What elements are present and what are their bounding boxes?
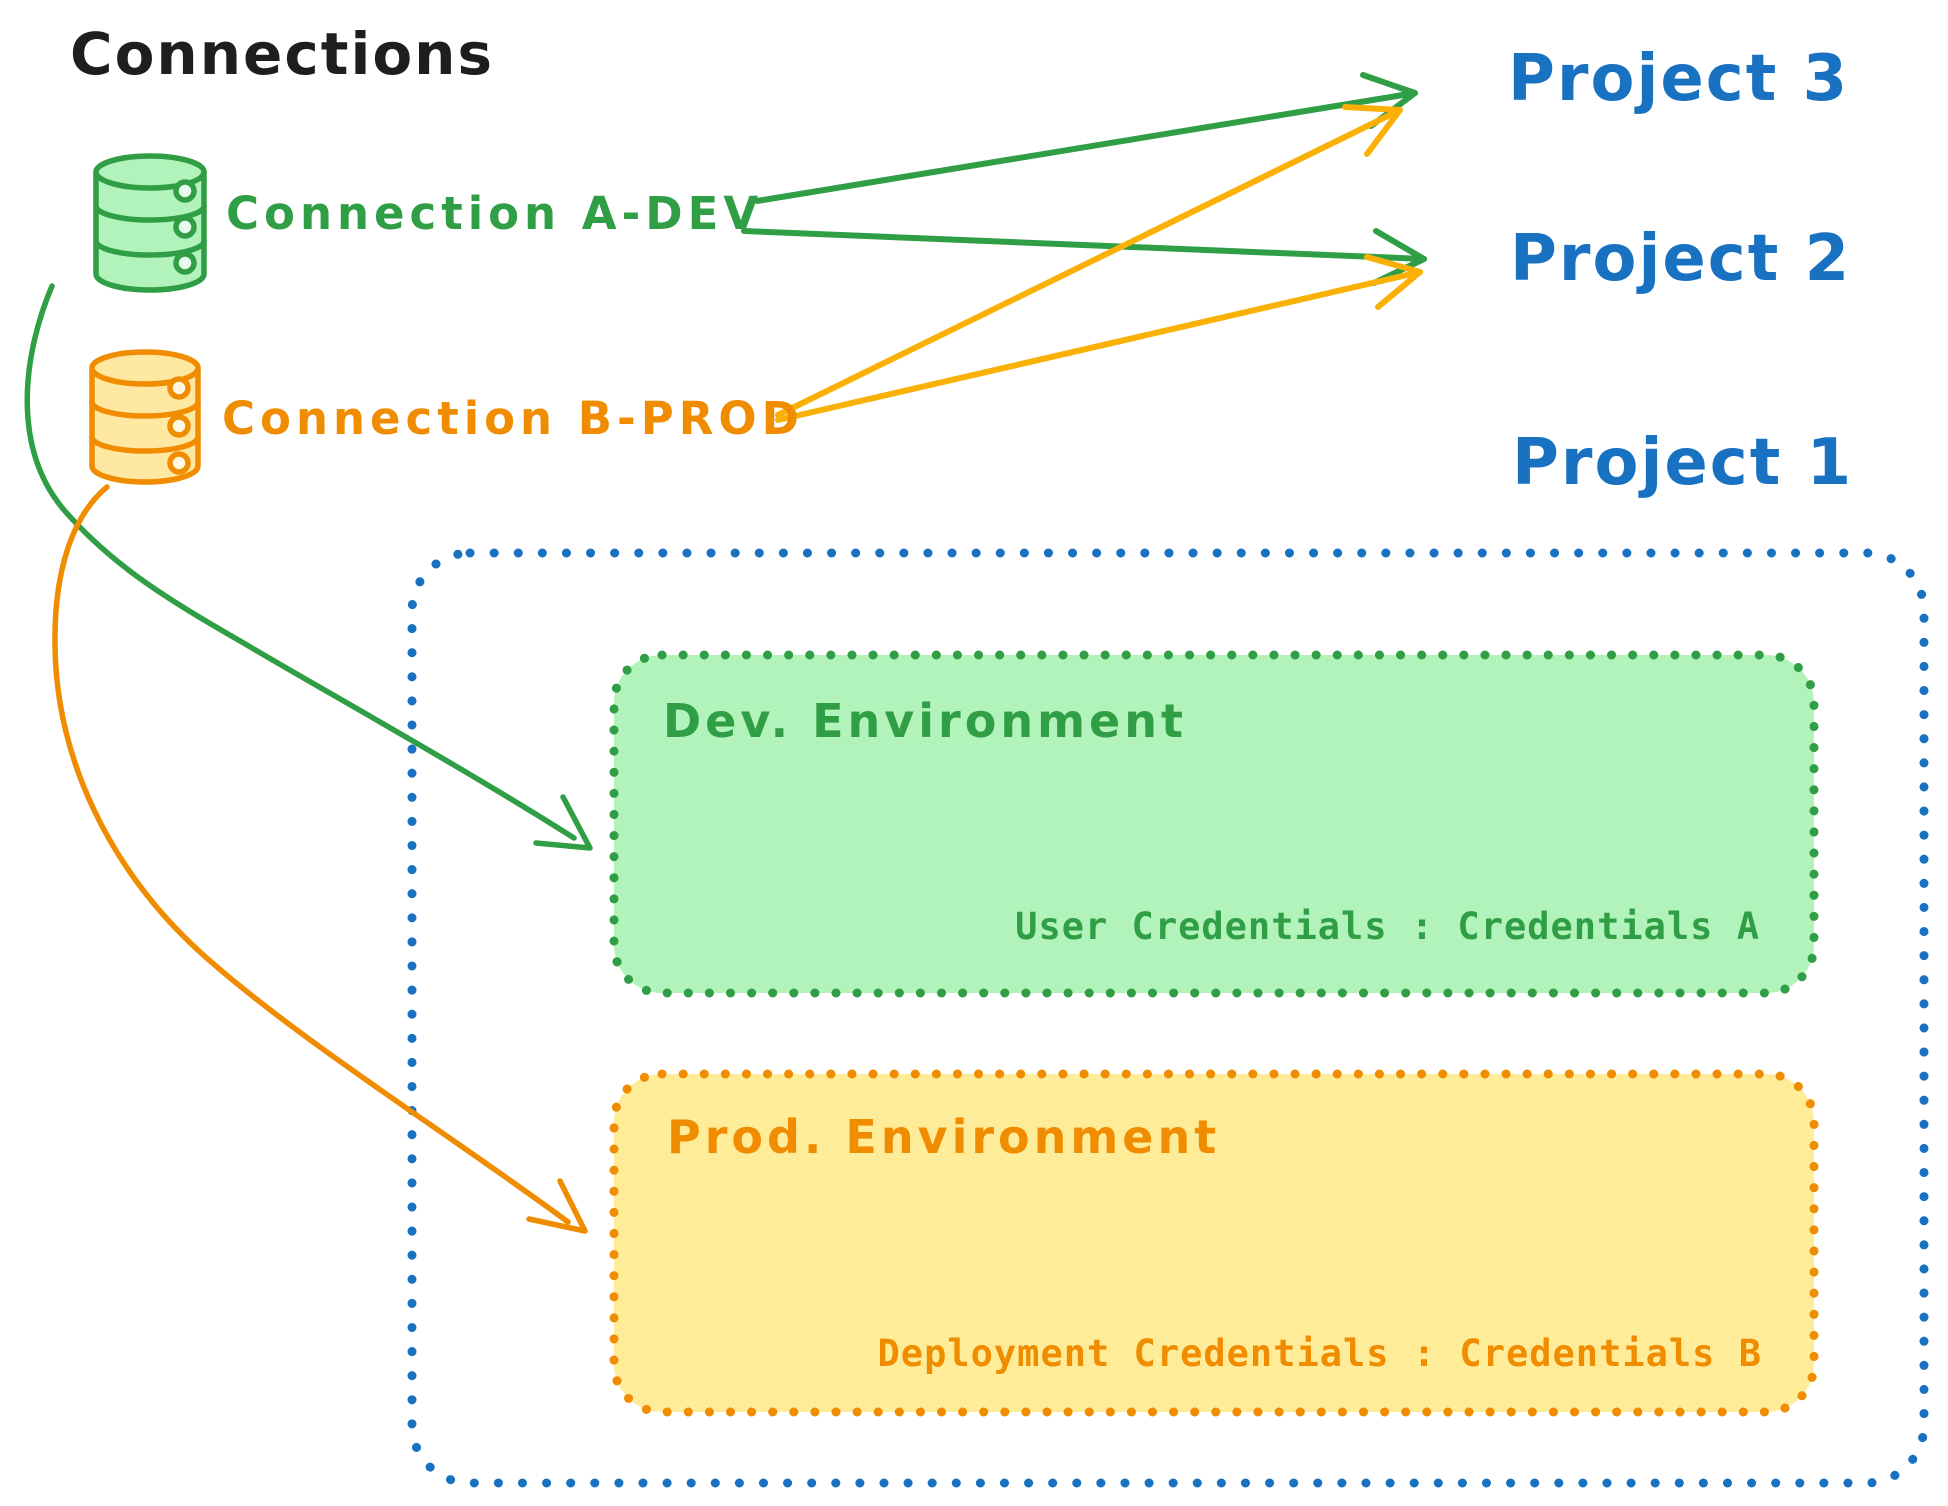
- arrow-a-dev-to-project-2: [741, 228, 1427, 286]
- project1-box: [407, 548, 1929, 1488]
- database-icon-dev: [93, 153, 207, 293]
- connection-a-dev-label: Connection A-DEV: [226, 187, 764, 240]
- project-2-label: Project 2: [1510, 222, 1852, 296]
- prod-environment-credentials: Deployment Credentials : Credentials B: [877, 1332, 1762, 1375]
- connection-b-prod-label: Connection B-PROD: [222, 392, 804, 445]
- project-3-label: Project 3: [1508, 42, 1850, 116]
- project-1-label: Project 1: [1512, 426, 1854, 500]
- dev-environment-title: Dev. Environment: [663, 694, 1187, 748]
- arrow-b-prod-to-prod-environment: [52, 484, 588, 1234]
- database-icon-prod: [89, 349, 201, 485]
- arrow-b-prod-to-project-2: [775, 254, 1423, 423]
- prod-environment-title: Prod. Environment: [667, 1110, 1221, 1164]
- dev-environment-credentials: User Credentials : Credentials A: [1015, 905, 1760, 948]
- arrow-a-dev-to-project-3: [754, 72, 1418, 204]
- dev-environment-box: [609, 650, 1819, 998]
- arrow-a-dev-to-dev-environment: [24, 283, 593, 851]
- prod-environment-box: [609, 1069, 1819, 1417]
- arrow-b-prod-to-project-3: [775, 104, 1403, 418]
- diagram-title: Connections: [70, 20, 494, 88]
